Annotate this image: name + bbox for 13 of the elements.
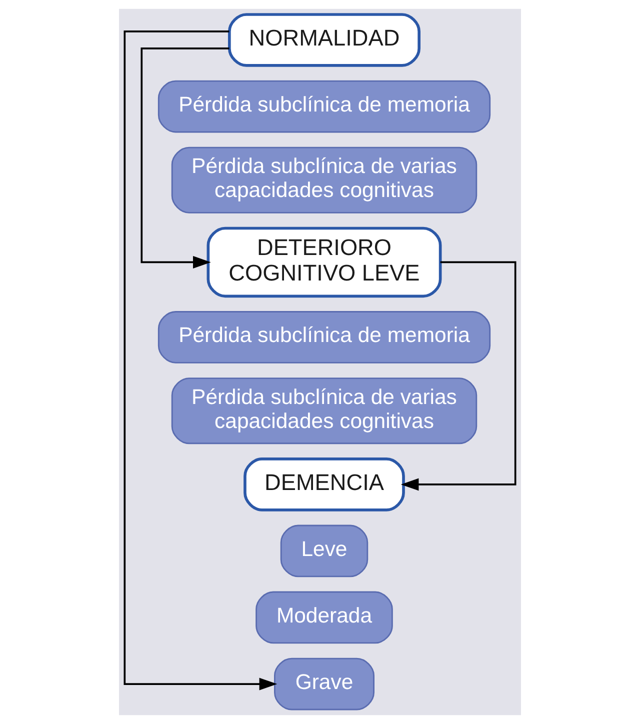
node-box: DETERIORO COGNITIVO LEVE (206, 226, 442, 298)
node-box: Pérdida subclínica de varias capacidades cognitivas (170, 146, 477, 214)
node-box: DEMENCIA (243, 458, 404, 512)
node-box: Pérdida subclínica de varias capacidades cognitivas (170, 378, 477, 444)
node-box: Leve (280, 524, 368, 578)
node-box: Grave (274, 658, 374, 710)
arrow (400, 261, 516, 491)
node-box: NORMALIDAD (228, 13, 420, 67)
arrow (123, 30, 277, 690)
node-box: Pérdida subclínica de memoria (157, 80, 490, 133)
arrow (140, 48, 229, 268)
node-box: Moderada (255, 591, 392, 644)
node-box: Pérdida subclínica de memoria (157, 311, 490, 364)
